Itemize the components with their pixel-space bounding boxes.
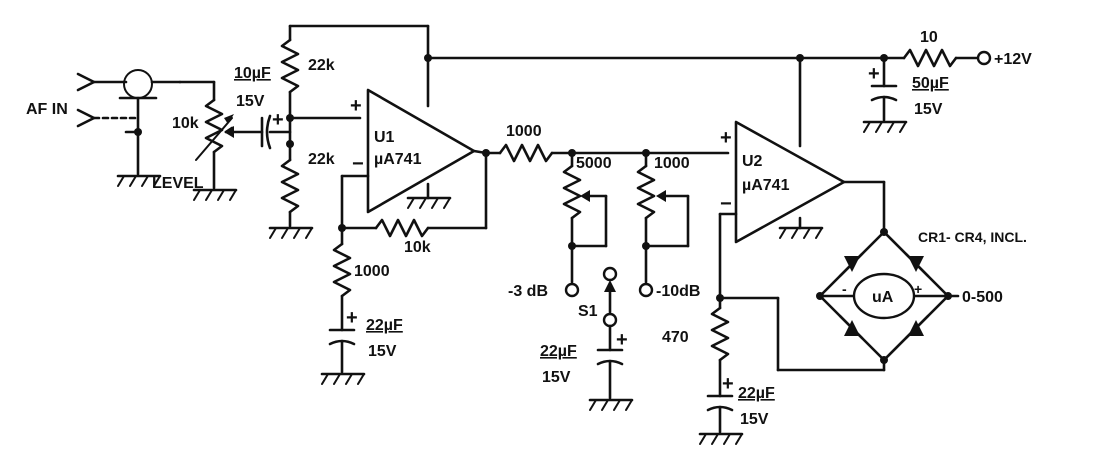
u2-plus-sign: + bbox=[720, 127, 732, 149]
bias-divider bbox=[280, 24, 430, 228]
u2-ref: U2 bbox=[742, 153, 763, 170]
op-amp-u2 bbox=[734, 56, 846, 244]
pot-3db-label: -3 dB bbox=[508, 283, 548, 300]
ground-symbol bbox=[778, 226, 824, 239]
ground-symbol bbox=[698, 432, 744, 445]
series-resistor-value: 1000 bbox=[506, 123, 542, 140]
input-cap-polarity: + bbox=[272, 109, 284, 131]
bridge-label: CR1- CR4, INCL. bbox=[918, 229, 1027, 245]
input-label: AF IN bbox=[26, 101, 68, 118]
op-amp-u1 bbox=[366, 88, 476, 214]
meter-minus-sign: - bbox=[842, 281, 847, 297]
interstage-network bbox=[472, 143, 730, 163]
u1-ground-cap-voltage: 15V bbox=[368, 343, 397, 360]
switch-cap-value: 22µF bbox=[540, 343, 577, 360]
input-cap-voltage: 15V bbox=[236, 93, 265, 110]
ground-symbol bbox=[406, 196, 452, 209]
ground-symbol bbox=[862, 120, 908, 133]
u1-minus-sign: − bbox=[352, 153, 364, 175]
supply-cap-value: 50µF bbox=[912, 75, 949, 92]
bias-bottom-value: 22k bbox=[308, 151, 335, 168]
switch-cap-polarity: + bbox=[616, 329, 628, 351]
ground-symbol bbox=[192, 188, 238, 201]
u1-feedback-network bbox=[328, 151, 488, 374]
pot-10db-value: 1000 bbox=[654, 155, 690, 172]
input-capacitor bbox=[260, 114, 292, 150]
meter-label: uA bbox=[872, 289, 894, 306]
level-pot-name: LEVEL bbox=[152, 175, 204, 192]
ground-symbol bbox=[268, 226, 314, 239]
feedback-resistor-value: 10k bbox=[404, 239, 431, 256]
u2-ground-cap-voltage: 15V bbox=[740, 411, 769, 428]
u2-ground-resistor-value: 470 bbox=[662, 329, 689, 346]
u2-ground-cap-value: 22µF bbox=[738, 385, 775, 402]
u1-part: µA741 bbox=[374, 151, 422, 168]
u1-ground-cap-value: 22µF bbox=[366, 317, 403, 334]
u2-minus-sign: − bbox=[720, 193, 732, 215]
bias-top-value: 22k bbox=[308, 57, 335, 74]
u2-return-network bbox=[706, 212, 886, 434]
pot-3db bbox=[562, 151, 608, 298]
supply-rail bbox=[424, 48, 992, 122]
u1-plus-sign: + bbox=[350, 95, 362, 117]
supply-cap-voltage: 15V bbox=[914, 101, 943, 118]
meter-plus-sign: + bbox=[914, 281, 922, 297]
level-potentiometer bbox=[178, 80, 264, 190]
input-cap-value: 10µF bbox=[234, 65, 271, 82]
u2-part: µA741 bbox=[742, 177, 790, 194]
u1-ref: U1 bbox=[374, 129, 395, 146]
supply-cap-polarity: + bbox=[868, 63, 880, 85]
u1-ground-resistor-value: 1000 bbox=[354, 263, 390, 280]
ground-symbol bbox=[320, 372, 366, 385]
supply-resistor-value: 10 bbox=[920, 29, 938, 46]
u2-ground-cap-polarity: + bbox=[722, 373, 734, 395]
level-pot-value: 10k bbox=[172, 115, 199, 132]
ground-symbol bbox=[116, 174, 162, 187]
pot-10db bbox=[636, 151, 690, 298]
supply-voltage-label: +12V bbox=[994, 51, 1032, 68]
ground-symbol bbox=[588, 398, 634, 411]
meter-range: 0-500 bbox=[962, 289, 1003, 306]
switch-cap-voltage: 15V bbox=[542, 369, 571, 386]
input-jack bbox=[76, 69, 182, 176]
u1-ground-cap-polarity: + bbox=[346, 307, 358, 329]
pot-10db-label: -10dB bbox=[656, 283, 700, 300]
diode-bridge bbox=[816, 180, 960, 372]
switch-s1 bbox=[596, 266, 624, 400]
switch-ref: S1 bbox=[578, 303, 598, 320]
pot-3db-value: 5000 bbox=[576, 155, 612, 172]
